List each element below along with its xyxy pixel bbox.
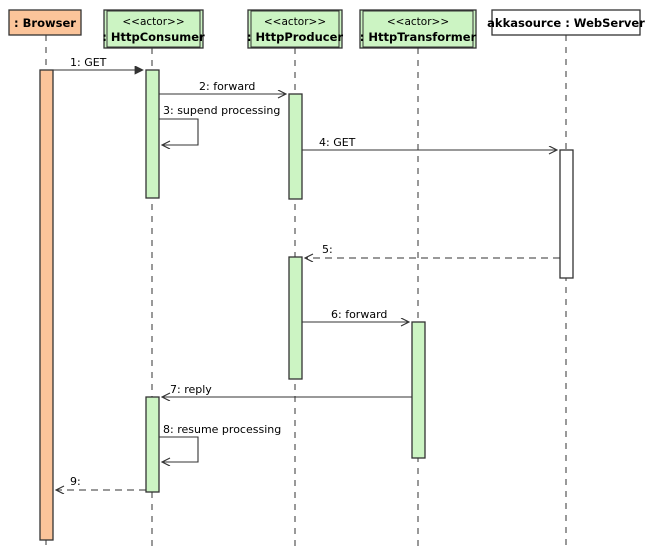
messages-group: 1: GET 2: forward 3: supend processing 4: G… <box>53 56 560 490</box>
message-label-4: 4: GET <box>319 136 356 149</box>
participant-box-httptransformer[interactable] <box>359 9 477 49</box>
participant-box-httpproducer[interactable] <box>247 9 343 49</box>
participant-stereotype-httptransformer: <<actor>> <box>387 16 449 28</box>
participant-box-inner-httpconsumer <box>106 10 201 48</box>
activation-bar-httpproducer <box>288 256 303 380</box>
activation-bar-httpconsumer <box>145 396 160 493</box>
message-label-5: 5: <box>322 243 333 256</box>
participant-header-webserver[interactable]: akkasource : WebServer <box>487 9 645 36</box>
message-label-6: 6: forward <box>331 308 387 321</box>
message-label-3: 3: supend processing <box>163 104 280 117</box>
participant-name-browser: : Browser <box>14 16 76 30</box>
participant-box-browser[interactable] <box>8 9 82 36</box>
participant-box-inner-httptransformer <box>362 10 474 48</box>
participant-box-httpconsumer[interactable] <box>103 9 204 49</box>
participant-box-inner-httpproducer <box>250 10 340 48</box>
lifelines-group <box>45 35 567 550</box>
activation-bar-httptransformer <box>411 321 426 459</box>
participant-header-httptransformer[interactable]: <<actor>> : HttpTransformer <box>359 9 477 49</box>
participant-stereotype-httpproducer: <<actor>> <box>264 16 326 28</box>
message-label-7: 7: reply <box>170 383 212 396</box>
message-line-3 <box>159 118 199 145</box>
participant-name-httptransformer: : HttpTransformer <box>360 30 477 44</box>
message-label-2: 2: forward <box>199 80 255 93</box>
activation-bar-httpproducer <box>288 93 303 200</box>
message-label-8: 8: resume processing <box>163 423 281 436</box>
participant-name-httpconsumer: : HttpConsumer <box>102 30 205 44</box>
participant-headers-group: : Browser<<actor>>: HttpConsumer<<actor>… <box>8 9 645 49</box>
activation-bar-httpconsumer <box>145 69 160 199</box>
participant-box-webserver[interactable] <box>491 9 641 36</box>
activation-bar-browser <box>39 69 54 541</box>
participant-header-httpproducer[interactable]: <<actor>> : HttpProducer <box>247 9 343 49</box>
participant-stereotype-httpconsumer: <<actor>> <box>122 16 184 28</box>
message-line-8 <box>159 436 199 462</box>
participant-name-webserver: akkasource : WebServer <box>487 16 645 30</box>
participant-header-browser[interactable]: : Browser <box>8 9 82 36</box>
participant-header-httpconsumer[interactable]: <<actor>> : HttpConsumer <box>102 9 205 49</box>
message-label-1: 1: GET <box>70 56 107 69</box>
activation-bar-webserver <box>559 149 574 279</box>
activations-group <box>39 69 574 541</box>
message-label-9: 9: <box>70 475 81 488</box>
participant-name-httpproducer: : HttpProducer <box>247 30 343 44</box>
